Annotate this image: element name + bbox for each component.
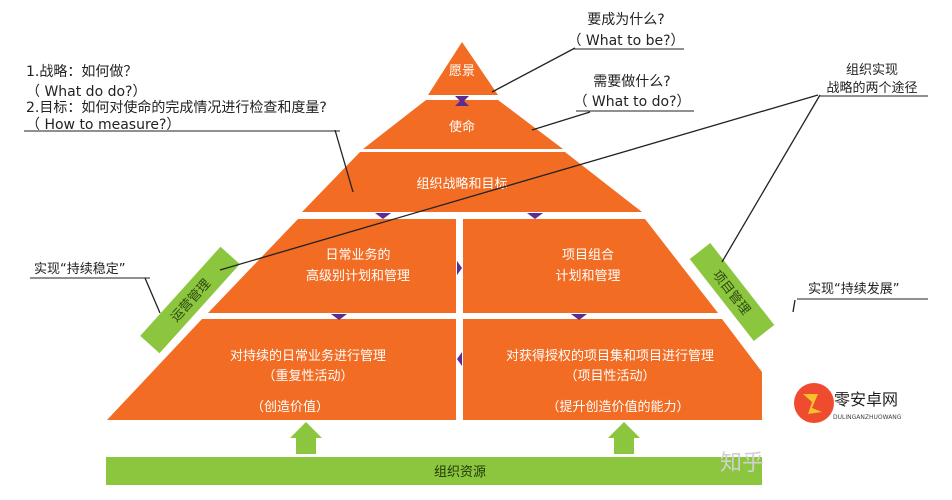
connector-strategy-daily <box>375 213 391 219</box>
resources-label: 组织资源 <box>434 465 486 480</box>
operations-bar <box>140 246 240 354</box>
pyramid-daily-plan <box>208 219 456 313</box>
mission-label: 使命 <box>449 119 475 135</box>
daily-plan-line2: 高级别计划和管理 <box>306 268 410 284</box>
logo-subtext: DULINGANZHUOWANG <box>833 414 902 421</box>
zhihu-watermark: 知乎 <box>720 451 764 476</box>
leader-what-to-do <box>531 111 591 131</box>
leader-left-notes <box>334 129 354 193</box>
leader-stable <box>144 277 161 314</box>
project-manage-line3: （提升创造价值的能力） <box>546 399 689 415</box>
leader-development <box>792 299 796 313</box>
connector-daily-plan-manage <box>331 314 347 320</box>
pyramid-strategy <box>302 152 642 212</box>
pyramid-mission <box>363 100 563 149</box>
resources-bar <box>106 457 762 485</box>
left-up-arrow <box>290 422 322 454</box>
what-to-be-line2: （ What to be?） <box>567 33 684 49</box>
left-note-1: 1.战略：如何做？ <box>26 64 137 80</box>
leader-what-to-be <box>491 47 576 93</box>
project-bar <box>689 243 775 341</box>
what-to-do-line1: 需要做什么? <box>593 74 670 90</box>
strategy-label: 组织战略和目标 <box>416 176 507 192</box>
connector-strategy-project <box>527 213 543 219</box>
right-up-arrow <box>608 422 640 454</box>
site-logo: 零安卓网 DULINGANZHUOWANG <box>794 383 902 423</box>
project-manage-line1: 对获得授权的项目集和项目进行管理 <box>506 348 714 364</box>
connector-manage-link <box>457 352 462 366</box>
left-note-4: （ How to measure?） <box>26 117 180 133</box>
connector-project-plan-manage <box>571 314 587 320</box>
daily-manage-line2: （重复性活动） <box>262 368 353 384</box>
two-paths-line1: 组织实现 <box>846 63 898 78</box>
stable-label: 实现“持续稳定” <box>34 261 125 277</box>
project-plan-line1: 项目组合 <box>562 248 614 263</box>
left-note-3: 2.目标：如何对使命的完成情况进行检查和度量? <box>26 99 327 116</box>
leader-path-to-operations <box>219 94 819 271</box>
project-plan-line2: 计划和管理 <box>555 269 620 284</box>
connector-mission-vision <box>455 99 469 106</box>
project-manage-line2: （项目性活动） <box>564 369 655 384</box>
pyramid-vision <box>428 42 498 95</box>
two-paths-line2: 战略的两个途径 <box>826 80 917 96</box>
vision-label: 愿景 <box>449 64 475 79</box>
logo-text: 零安卓网 <box>834 390 898 409</box>
pyramid-project-manage <box>463 319 762 420</box>
left-note-2: （ What do do?） <box>26 84 146 100</box>
daily-manage-line3: （创造价值） <box>251 399 329 415</box>
daily-manage-line1: 对持续的日常业务进行管理 <box>230 348 386 364</box>
what-to-do-line2: （ What to do?） <box>573 94 690 110</box>
what-to-be-line1: 要成为什么? <box>587 12 664 28</box>
leader-path-to-projects <box>721 94 821 263</box>
connector-daily-project <box>457 261 462 275</box>
daily-plan-line1: 日常业务的 <box>325 247 390 263</box>
pyramid-daily-manage <box>107 319 456 420</box>
development-label: 实现“持续发展” <box>808 281 899 297</box>
pyramid-project-plan <box>463 219 718 313</box>
